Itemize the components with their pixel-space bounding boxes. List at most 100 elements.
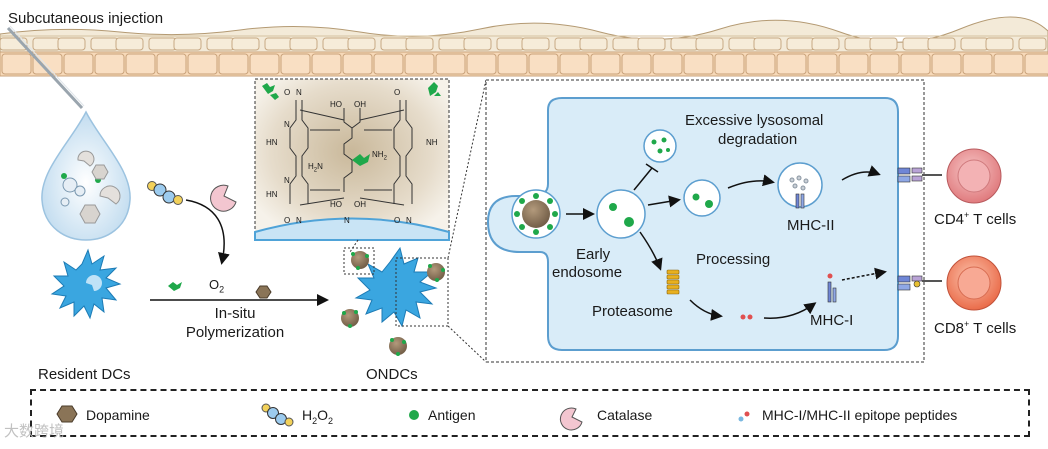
- skin-cell: [1, 53, 32, 75]
- proteasome-label: Proteasome: [592, 303, 673, 320]
- mhc2-compartment-icon: [777, 162, 823, 209]
- ondc-cell-icon: [341, 246, 449, 356]
- zoom-connector-2: [447, 325, 487, 363]
- early-label-2: endosome: [552, 264, 623, 281]
- chem-o-bot2: O: [394, 216, 401, 225]
- skin-cell: [322, 37, 351, 51]
- skin-cell: [811, 37, 840, 51]
- lysosome-degradation-icon: [643, 129, 677, 163]
- excessive-label-1: Excessive lysosomal: [685, 112, 824, 129]
- watermark-text: 大数跨境: [4, 423, 65, 440]
- skin-cell: [807, 53, 838, 75]
- tcr-mhc2-complex-icon: [897, 167, 942, 183]
- insitu-label-1: In-situ: [214, 305, 256, 322]
- catalase-icon: [210, 184, 237, 212]
- resident-dcs-label: Resident DCs: [38, 366, 131, 383]
- skin-cell: [289, 37, 318, 51]
- skin-cell: [521, 37, 550, 51]
- insitu-label-2: Polymerization: [185, 324, 285, 341]
- skin-cell: [962, 53, 993, 75]
- excessive-label-2: degradation: [718, 131, 798, 148]
- skin-cell: [670, 37, 699, 51]
- skin-cell: [960, 37, 989, 51]
- chem-n2: N: [284, 176, 290, 185]
- skin-cell: [438, 37, 467, 51]
- injection-label: Subcutaneous injection: [8, 10, 164, 27]
- chem-nh2: NH2: [372, 150, 387, 162]
- antigen-icon-small: [168, 282, 182, 291]
- skin-cell: [902, 37, 931, 51]
- skin-cell: [554, 37, 583, 51]
- legend-peptides-label: MHC-I/MHC-II epitope peptides: [762, 407, 958, 423]
- processing-label: Processing: [696, 251, 771, 268]
- skin-cell: [652, 53, 683, 75]
- legend-dopamine-icon: [56, 405, 78, 423]
- skin-cell: [496, 37, 525, 51]
- skin-cell: [900, 53, 931, 75]
- skin-cell: [1018, 37, 1047, 51]
- skin-cell: [728, 37, 757, 51]
- peptides-icon: [740, 314, 753, 320]
- ondc-particle-icon: [511, 189, 561, 239]
- skin-cell: [497, 53, 528, 75]
- legend-catalase-icon: [559, 407, 583, 431]
- resident-dc-icon: [50, 248, 122, 320]
- mhc1-label: MHC-I: [810, 312, 854, 329]
- needle-icon: [6, 25, 85, 110]
- skin-cell: [753, 37, 782, 51]
- mhc1-icon: [827, 273, 837, 303]
- skin-cell: [621, 53, 652, 75]
- skin-cell: [463, 37, 492, 51]
- chem-o-bot1: O: [284, 216, 291, 225]
- skin-cell: [1024, 53, 1048, 75]
- skin-cell: [206, 37, 235, 51]
- chem-n1: N: [284, 120, 290, 129]
- chem-n-b3: N: [406, 216, 412, 225]
- chem-hn2: HN: [266, 190, 278, 199]
- chem-n-b1: N: [296, 216, 302, 225]
- skin-cell: [528, 53, 559, 75]
- cd8-t-cells-label: CD8+ T cells: [934, 319, 1017, 337]
- legend-dopamine-label: Dopamine: [86, 407, 150, 423]
- skin-cell: [173, 37, 202, 51]
- arrow-mhc1-to-surface: [841, 267, 887, 281]
- skin-cell: [405, 37, 434, 51]
- zoom-connector-3: [447, 79, 487, 259]
- arrow-to-late-endosome: [647, 195, 681, 208]
- chem-o-top2: O: [394, 88, 401, 97]
- skin-cell: [844, 37, 873, 51]
- h2o2-molecule-icon: [147, 181, 183, 205]
- skin-cell: [218, 53, 249, 75]
- zoom-connector: [349, 239, 359, 253]
- skin-cell: [63, 53, 94, 75]
- skin-cell: [637, 37, 666, 51]
- skin-cell: [373, 53, 404, 75]
- skin-cell: [695, 37, 724, 51]
- chem-oh2: OH: [354, 200, 366, 209]
- skin-cell: [579, 37, 608, 51]
- legend-antigen-icon: [409, 410, 419, 420]
- skin-cell: [869, 37, 898, 51]
- skin-layer: [0, 16, 1048, 77]
- skin-cell: [90, 37, 119, 51]
- skin-cell: [590, 53, 621, 75]
- legend-peptides-icon: [738, 411, 750, 422]
- dc-cell-body: [486, 97, 899, 351]
- skin-cell: [347, 37, 376, 51]
- polymer-zoom-inset: [254, 78, 450, 241]
- skin-cell: [404, 53, 435, 75]
- skin-cell: [32, 37, 61, 51]
- proteasome-icon: [666, 269, 680, 295]
- late-endosome-icon: [683, 179, 721, 217]
- skin-cell: [838, 53, 869, 75]
- legend-box: [30, 389, 1030, 437]
- skin-cell: [342, 53, 373, 75]
- catalysis-arrow: [185, 199, 230, 265]
- skin-cell: [714, 53, 745, 75]
- arrow-peptides-to-mhc1: [763, 302, 817, 319]
- skin-cell: [466, 53, 497, 75]
- skin-cell: [612, 37, 641, 51]
- chem-h2n: H2N: [308, 162, 323, 174]
- inhibition-line: [633, 167, 653, 191]
